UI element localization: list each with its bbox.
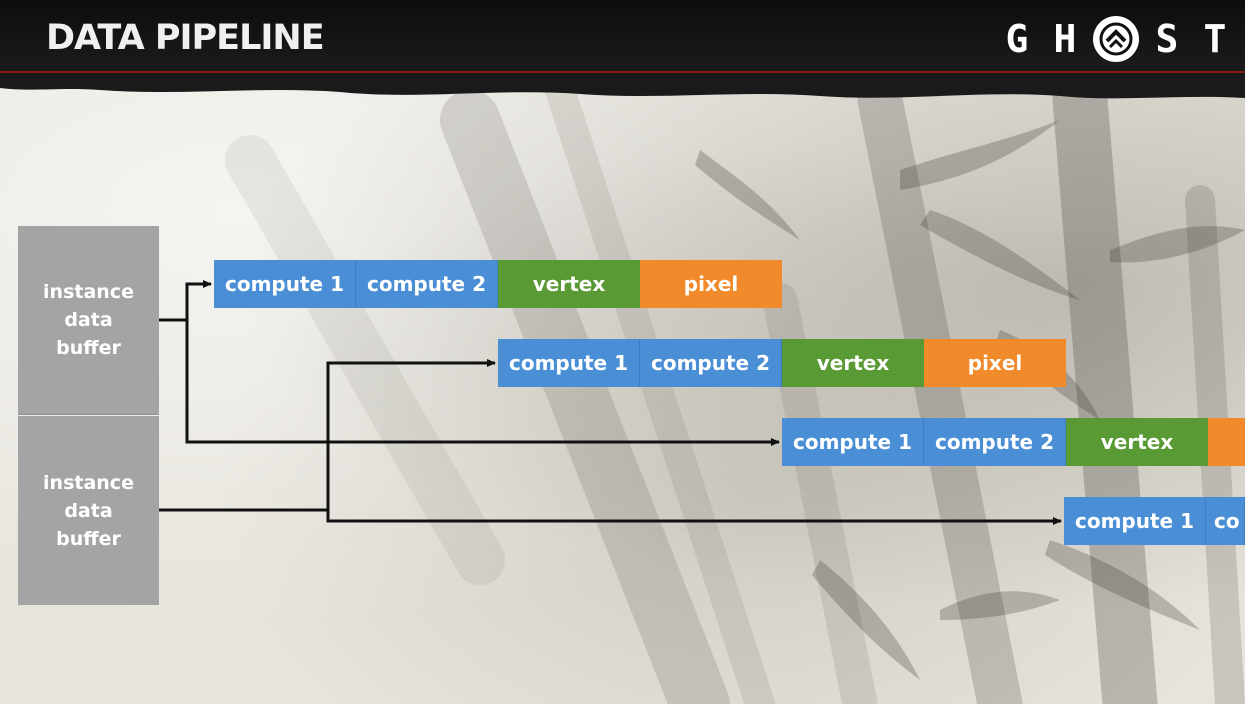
stage-compute-1: compute 1: [214, 260, 356, 308]
logo-letter-t: T: [1203, 17, 1227, 61]
instance-data-buffer-1: instance data buffer: [18, 226, 159, 415]
logo-letter-h: H: [1053, 17, 1077, 61]
stage-compute-1: compute 1: [782, 418, 924, 466]
pipeline-row-3: compute 1 compute 2 vertex: [782, 418, 1245, 466]
stage-vertex: vertex: [498, 260, 640, 308]
pipeline-row-2: compute 1 compute 2 vertex pixel: [498, 339, 1066, 387]
arrow-buffer2-to-row4: [326, 510, 1062, 525]
header-bar: [0, 0, 1245, 82]
ghost-emblem-icon: [1093, 16, 1139, 62]
stage-compute-2: co: [1206, 497, 1245, 545]
pipeline-row-1: compute 1 compute 2 vertex pixel: [214, 260, 782, 308]
stage-compute-2: compute 2: [640, 339, 782, 387]
ghost-logo: G H S T: [997, 14, 1235, 64]
stage-pixel: [1208, 418, 1245, 466]
stage-pixel: pixel: [640, 260, 782, 308]
stage-compute-2: compute 2: [356, 260, 498, 308]
arrow-buffer1-to-row3: [185, 320, 780, 446]
stage-vertex: vertex: [782, 339, 924, 387]
pipeline-row-4: compute 1 co: [1064, 497, 1245, 545]
brush-edge: [0, 72, 1245, 99]
page-title: DATA PIPELINE: [46, 18, 325, 58]
logo-letter-s: S: [1155, 17, 1179, 61]
logo-letter-g: G: [1005, 17, 1029, 61]
stage-vertex: vertex: [1066, 418, 1208, 466]
arrow-buffer1-to-row1: [159, 280, 212, 322]
stage-compute-2: compute 2: [924, 418, 1066, 466]
stage-pixel: pixel: [924, 339, 1066, 387]
stage-compute-1: compute 1: [1064, 497, 1206, 545]
header-accent-line: [0, 71, 1245, 73]
instance-data-buffer-2: instance data buffer: [18, 416, 159, 605]
stage-compute-1: compute 1: [498, 339, 640, 387]
arrow-buffer2-to-row2: [159, 359, 496, 512]
